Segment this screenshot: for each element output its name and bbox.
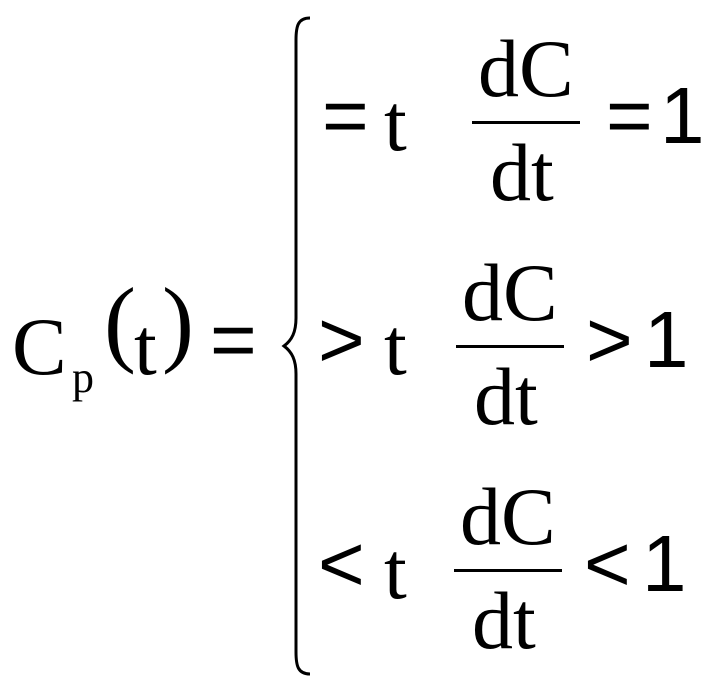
open-paren: ( (104, 268, 136, 375)
case-1-relation: = (322, 71, 369, 160)
case-2-value: t (384, 301, 407, 392)
case-1-condition-value: 1 (660, 71, 705, 160)
case-3-denominator: dt (472, 575, 536, 666)
case-2-fraction-bar (456, 345, 564, 348)
case-3-condition-relation: < (584, 519, 631, 608)
function-argument: t (134, 301, 157, 392)
close-paren: ) (162, 268, 194, 375)
function-symbol: C (12, 301, 67, 392)
case-3-fraction-bar (454, 569, 562, 572)
case-1-fraction-bar (472, 121, 580, 124)
case-2-condition-value: 1 (644, 295, 689, 384)
case-1-numerator: dC (478, 23, 574, 114)
case-3-value: t (384, 525, 407, 616)
case-2-relation: > (318, 295, 365, 384)
case-2-denominator: dt (474, 351, 538, 442)
case-1-condition-relation: = (606, 71, 653, 160)
case-3-numerator: dC (460, 471, 556, 562)
case-3-relation: < (318, 519, 365, 608)
function-subscript: p (72, 353, 94, 402)
case-3-condition-value: 1 (642, 519, 687, 608)
case-2-numerator: dC (462, 247, 558, 338)
case-2-condition-relation: > (586, 295, 633, 384)
lhs-equals: = (210, 295, 257, 384)
case-1-value: t (384, 77, 407, 168)
case-1-denominator: dt (490, 127, 554, 218)
curly-brace-icon (281, 16, 311, 676)
